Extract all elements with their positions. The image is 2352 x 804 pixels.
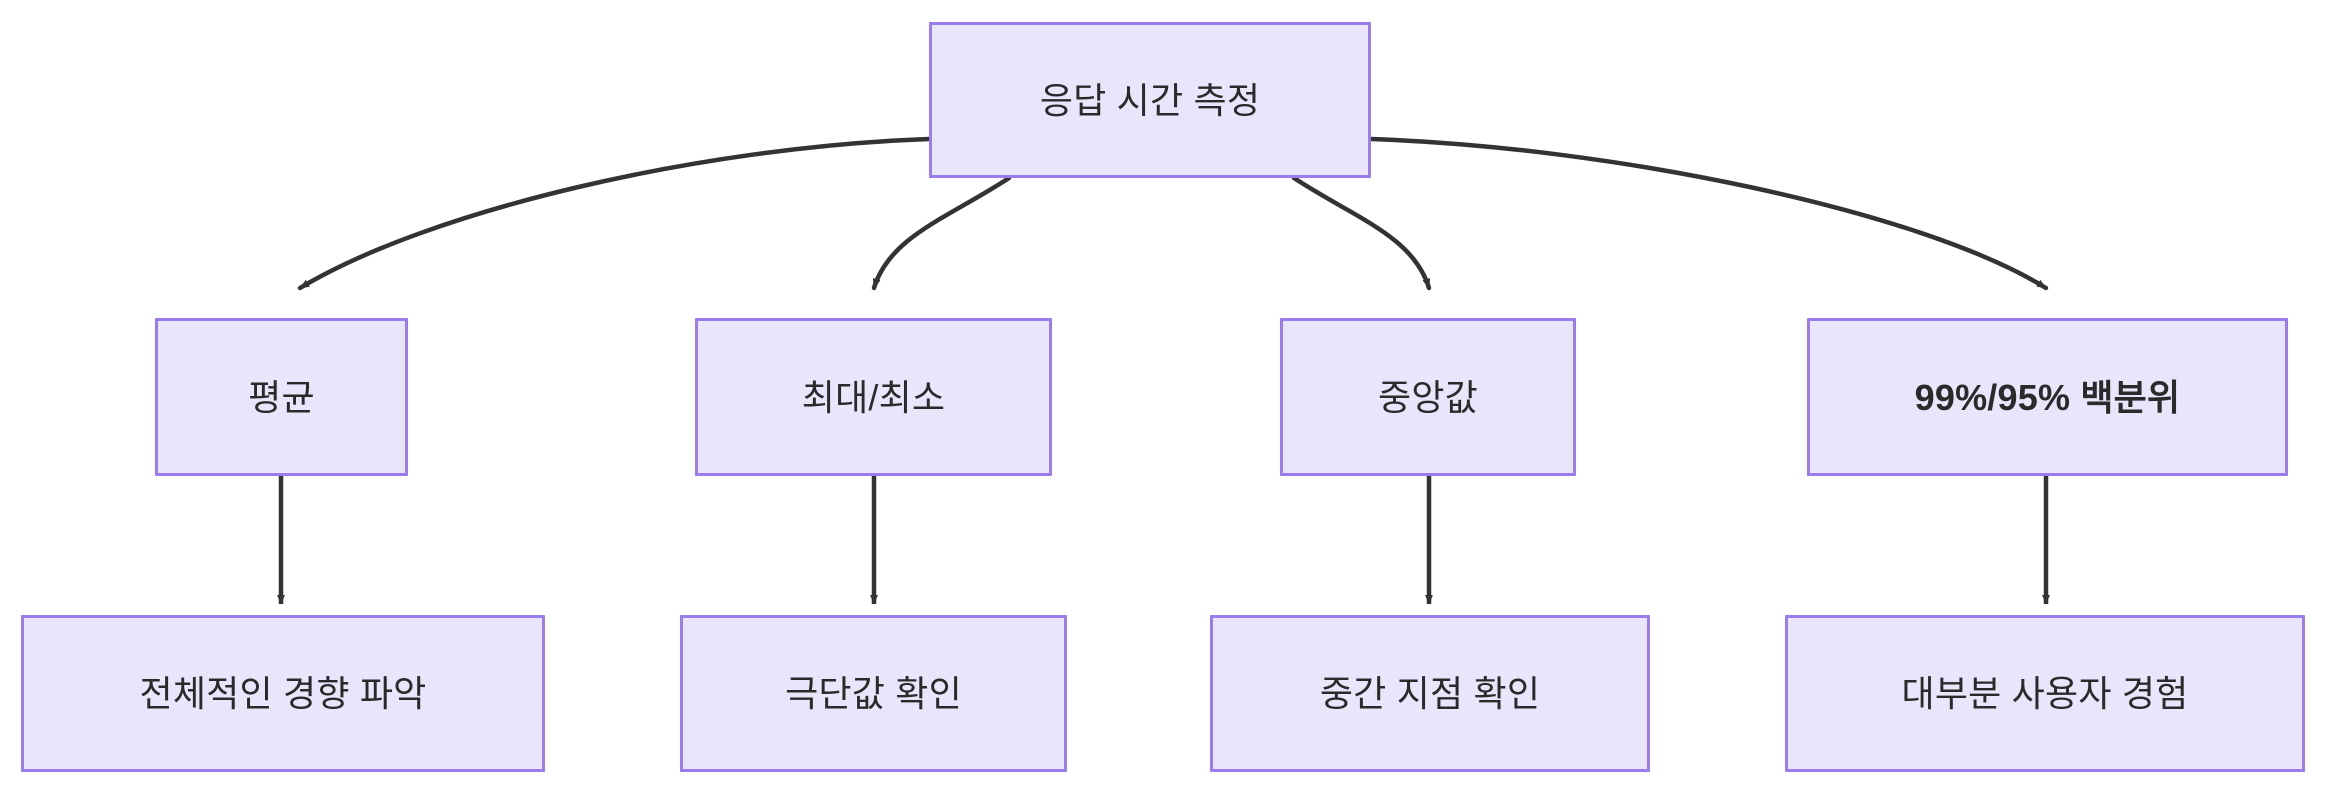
node-label: 전체적인 경향 파악 (139, 673, 427, 714)
node-max-min[interactable]: 최대/최소 (695, 318, 1052, 476)
node-label: 응답 시간 측정 (1039, 79, 1261, 121)
node-label: 극단값 확인 (785, 673, 962, 714)
node-label: 평균 (248, 376, 315, 418)
node-user-experience[interactable]: 대부분 사용자 경험 (1785, 615, 2305, 772)
node-label: 대부분 사용자 경험 (1901, 673, 2189, 714)
edge-root-to-median (1291, 175, 1432, 291)
node-median[interactable]: 중앙값 (1280, 318, 1576, 476)
edge-root-to-maxmin (871, 175, 1012, 291)
node-label: 99%/95% 백분위 (1914, 376, 2181, 418)
node-extreme-values[interactable]: 극단값 확인 (680, 615, 1067, 772)
node-overall-trend[interactable]: 전체적인 경향 파악 (21, 615, 545, 772)
node-label: 중앙값 (1378, 376, 1478, 418)
edge-root-to-mean (297, 136, 932, 291)
edge-root-to-percentile (1368, 136, 2049, 291)
node-mean[interactable]: 평균 (155, 318, 408, 476)
node-midpoint[interactable]: 중간 지점 확인 (1210, 615, 1650, 772)
node-percentile[interactable]: 99%/95% 백분위 (1807, 318, 2288, 476)
node-label: 중간 지점 확인 (1319, 673, 1541, 714)
node-label: 최대/최소 (801, 376, 946, 418)
node-response-time-measurement[interactable]: 응답 시간 측정 (929, 22, 1371, 178)
